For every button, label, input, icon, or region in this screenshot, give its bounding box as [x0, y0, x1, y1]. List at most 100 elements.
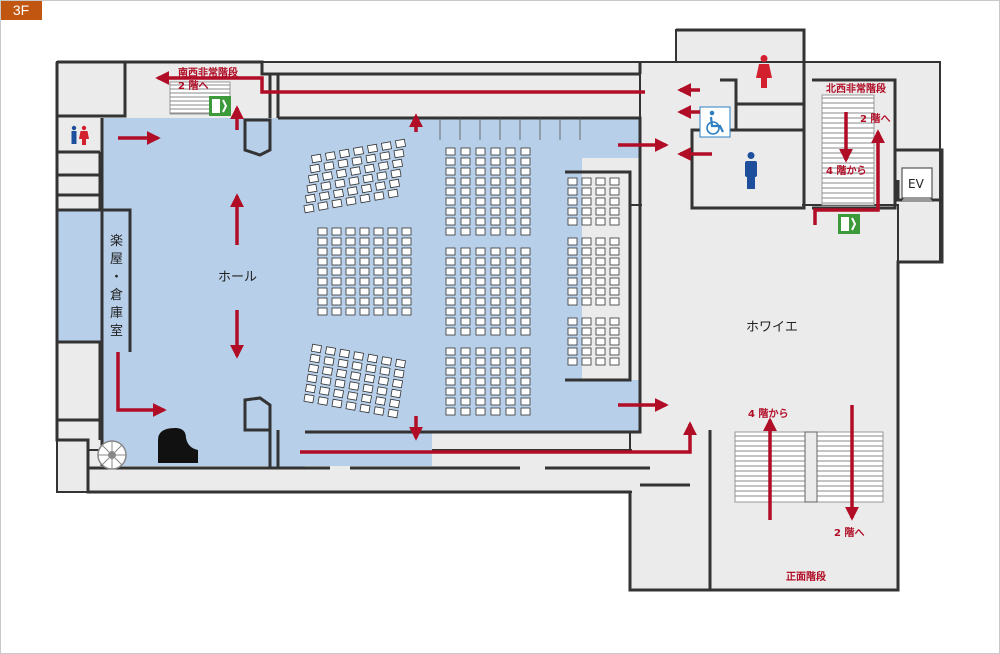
- seat: [445, 277, 456, 286]
- seat: [373, 191, 385, 201]
- seat: [387, 277, 398, 286]
- seat: [475, 247, 486, 256]
- seat: [304, 383, 317, 394]
- seat: [401, 277, 412, 286]
- seat: [581, 217, 592, 226]
- seat: [337, 358, 349, 369]
- seat: [309, 163, 321, 174]
- seat: [505, 227, 516, 236]
- seat: [317, 307, 328, 316]
- seat: [363, 373, 376, 384]
- seat: [373, 267, 384, 276]
- seat: [388, 178, 401, 189]
- seat: [609, 267, 620, 276]
- seat: [520, 307, 531, 316]
- seat: [505, 167, 516, 176]
- seat: [345, 277, 356, 286]
- seat: [373, 237, 384, 246]
- seat: [505, 307, 516, 316]
- seat: [520, 297, 531, 306]
- seat: [460, 287, 471, 296]
- elevator-label: EV: [908, 177, 925, 191]
- seat: [490, 287, 501, 296]
- seat: [520, 147, 531, 156]
- seat: [581, 357, 592, 366]
- seat: [309, 353, 321, 364]
- seat: [475, 397, 486, 406]
- seat: [505, 277, 516, 286]
- seat: [346, 186, 359, 196]
- seat: [505, 157, 516, 166]
- seat: [490, 147, 501, 156]
- seat: [332, 188, 345, 199]
- seat: [490, 407, 501, 416]
- seat: [460, 407, 471, 416]
- seat: [331, 227, 342, 236]
- seat: [359, 247, 370, 256]
- seat: [387, 237, 398, 246]
- seat: [320, 376, 332, 386]
- seat: [475, 227, 486, 236]
- seat: [595, 197, 606, 206]
- seat: [567, 287, 578, 296]
- seat: [379, 366, 391, 376]
- seat: [520, 397, 531, 406]
- seat: [475, 357, 486, 366]
- seat: [376, 171, 388, 181]
- lower-stage-strip: [270, 432, 305, 468]
- seat: [387, 188, 399, 199]
- seat: [581, 297, 592, 306]
- seat: [609, 327, 620, 336]
- seat: [373, 287, 384, 296]
- seat: [445, 327, 456, 336]
- seat: [595, 237, 606, 246]
- seat: [317, 267, 328, 276]
- seat: [460, 327, 471, 336]
- audience-seats: [303, 118, 620, 419]
- seat: [490, 207, 501, 216]
- seat: [505, 267, 516, 276]
- seat: [505, 317, 516, 326]
- seat: [567, 187, 578, 196]
- seat: [460, 317, 471, 326]
- seat: [351, 156, 363, 166]
- seat: [376, 386, 388, 396]
- seat: [505, 177, 516, 186]
- seat: [520, 227, 531, 236]
- seat: [490, 267, 501, 276]
- seat: [345, 196, 357, 206]
- seat: [460, 157, 471, 166]
- seat: [445, 317, 456, 326]
- seat: [359, 307, 370, 316]
- seat: [374, 396, 387, 406]
- seat: [390, 168, 402, 179]
- seat: [520, 207, 531, 216]
- seat: [345, 237, 356, 246]
- seat: [445, 387, 456, 396]
- seat: [490, 157, 501, 166]
- seat: [460, 207, 471, 216]
- seat: [359, 267, 370, 276]
- seat: [331, 237, 342, 246]
- seat: [345, 401, 357, 411]
- female-restroom-icon: [756, 55, 772, 88]
- northwest-to2-label: 2 階へ: [860, 112, 890, 125]
- seat: [387, 307, 398, 316]
- seat: [490, 327, 501, 336]
- seat: [475, 147, 486, 156]
- seat: [595, 277, 606, 286]
- elevator-icon: [901, 167, 933, 202]
- seat: [387, 267, 398, 276]
- seat: [460, 197, 471, 206]
- seat: [445, 157, 456, 166]
- seat: [334, 378, 346, 389]
- seat: [581, 317, 592, 326]
- seat: [360, 183, 373, 194]
- seat: [317, 227, 328, 236]
- seat: [460, 367, 471, 376]
- seat: [317, 287, 328, 296]
- seat: [475, 267, 486, 276]
- seat: [490, 307, 501, 316]
- seat: [490, 377, 501, 386]
- seat: [390, 388, 402, 399]
